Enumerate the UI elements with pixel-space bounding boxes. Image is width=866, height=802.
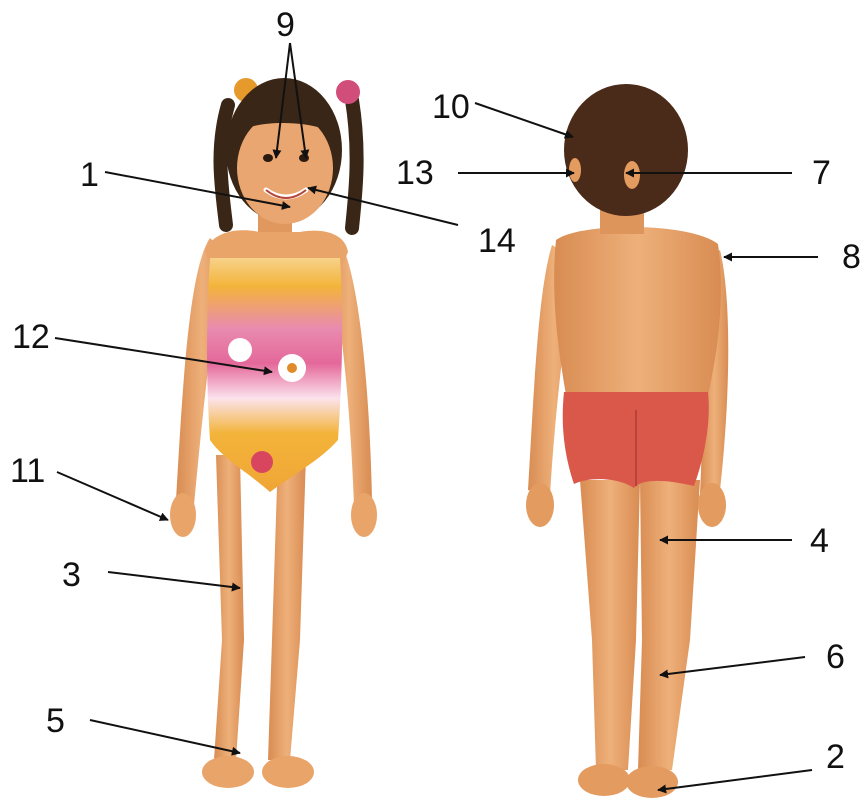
arrow-14 — [308, 188, 458, 225]
label-13: 13 — [396, 156, 434, 190]
label-4: 4 — [810, 524, 829, 558]
label-14: 14 — [478, 224, 516, 258]
label-6: 6 — [826, 640, 845, 674]
label-9: 9 — [276, 8, 295, 42]
arrow-11 — [57, 472, 168, 520]
girl-front-figure — [170, 78, 377, 788]
label-10: 10 — [432, 90, 470, 124]
boy-back-figure — [526, 84, 728, 798]
label-5: 5 — [46, 704, 65, 738]
label-11: 11 — [10, 454, 45, 488]
label-2: 2 — [826, 740, 845, 774]
label-3: 3 — [62, 558, 81, 592]
arrow-10 — [475, 103, 573, 137]
arrow-2 — [658, 770, 812, 790]
label-8: 8 — [842, 240, 861, 274]
label-1: 1 — [80, 158, 99, 192]
label-12: 12 — [12, 320, 50, 354]
label-7: 7 — [812, 156, 831, 190]
